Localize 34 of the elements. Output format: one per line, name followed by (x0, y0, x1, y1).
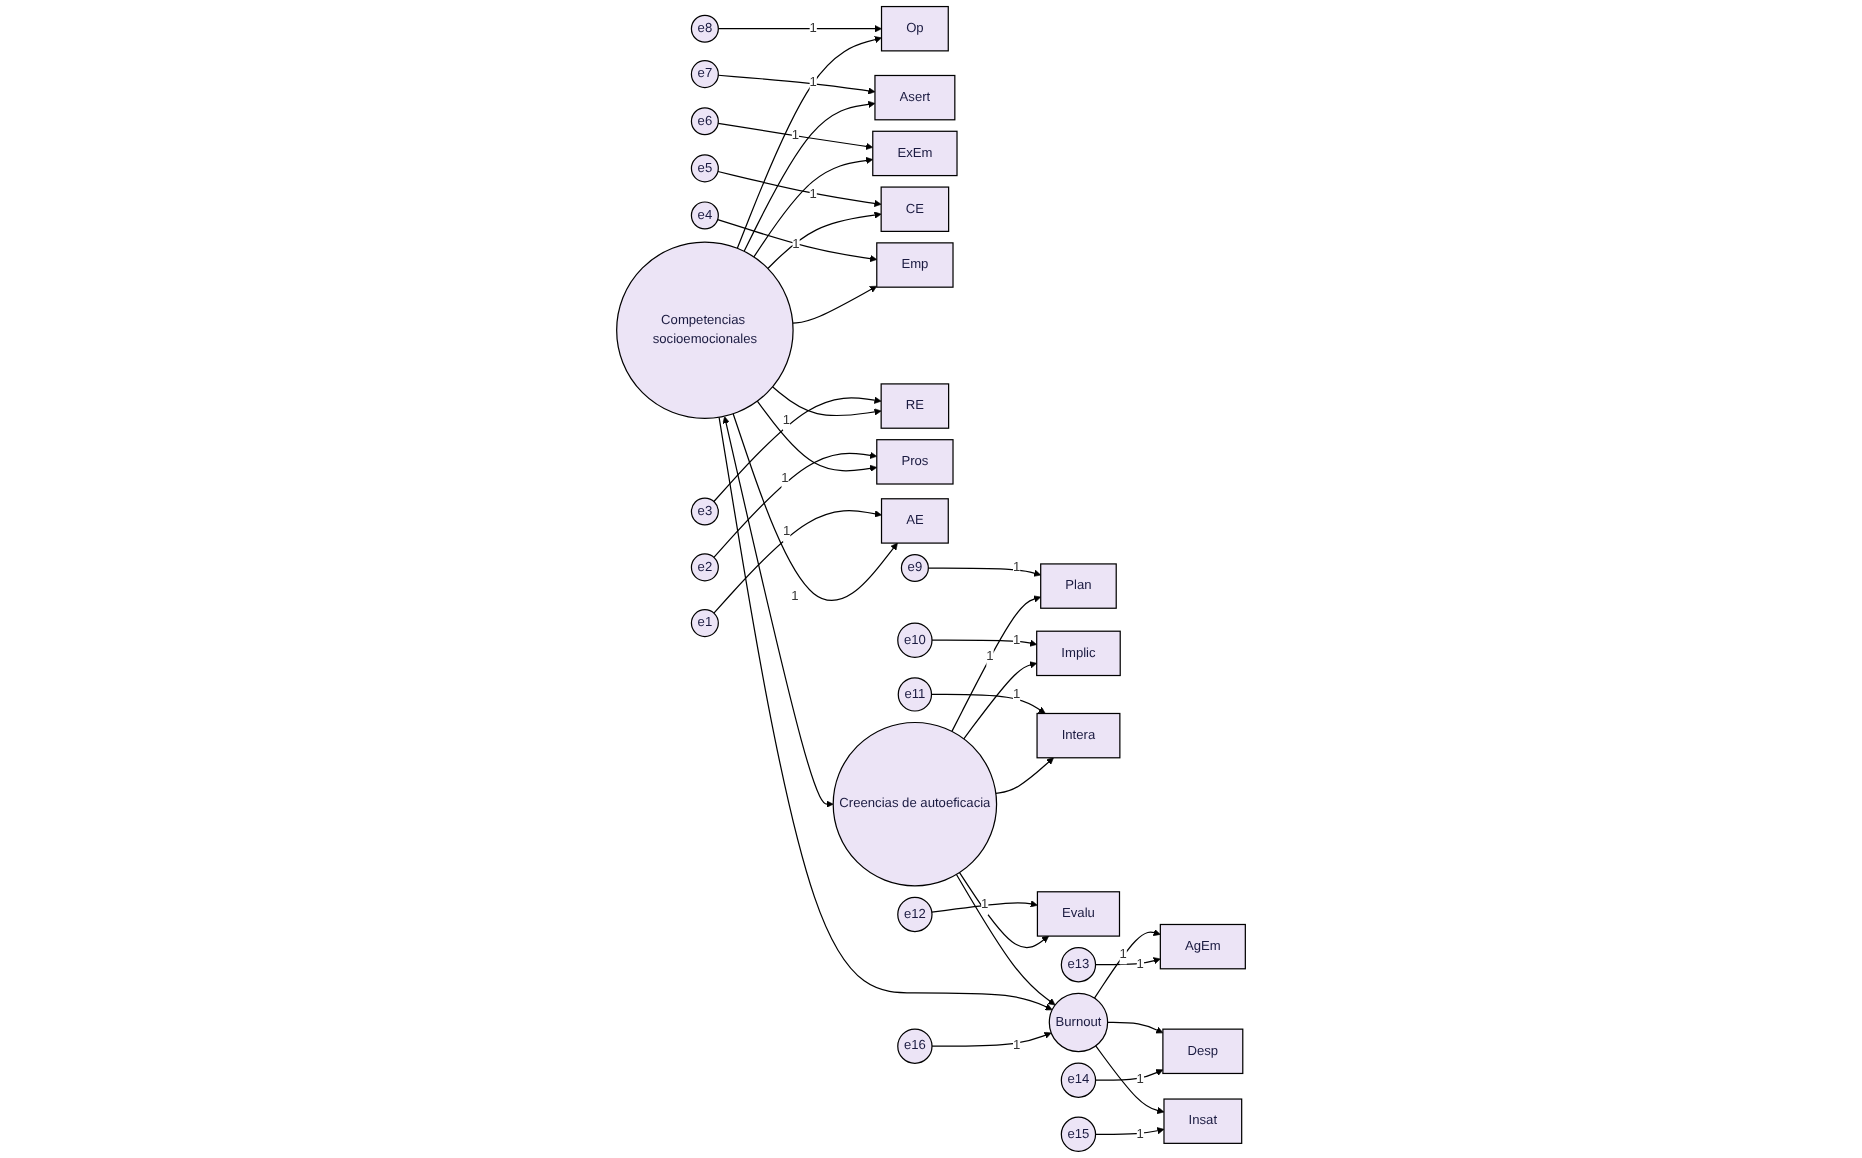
arrow (931, 1031, 1052, 1047)
arrow (930, 693, 1046, 714)
arrow (771, 386, 882, 417)
arrow (717, 74, 876, 95)
arrow (1094, 1127, 1165, 1135)
arrow (736, 36, 882, 249)
arrow (718, 416, 1053, 1011)
arrow (963, 661, 1038, 740)
arrow (927, 567, 1042, 577)
arrow (756, 400, 878, 472)
arrow (951, 595, 1042, 732)
arrow (955, 873, 1056, 1006)
arrow (767, 211, 882, 270)
arrow (1107, 1021, 1164, 1034)
arrow (743, 100, 876, 252)
arrow (1095, 1045, 1165, 1115)
arrow (732, 413, 898, 601)
arrow (717, 25, 882, 33)
arrow (931, 639, 1038, 647)
arrow (995, 757, 1054, 794)
arrow (713, 396, 882, 503)
arrow (1093, 929, 1161, 999)
arrow (1094, 957, 1161, 966)
arrow (713, 451, 878, 558)
arrow (722, 416, 834, 808)
arrow (1094, 1069, 1164, 1081)
arrow (753, 156, 874, 258)
arrow (792, 285, 878, 324)
arrow (717, 122, 874, 150)
arrow (931, 900, 1038, 913)
arrow (717, 218, 878, 263)
arrow (713, 510, 882, 614)
arrow (717, 170, 882, 207)
arrow (958, 871, 1050, 949)
